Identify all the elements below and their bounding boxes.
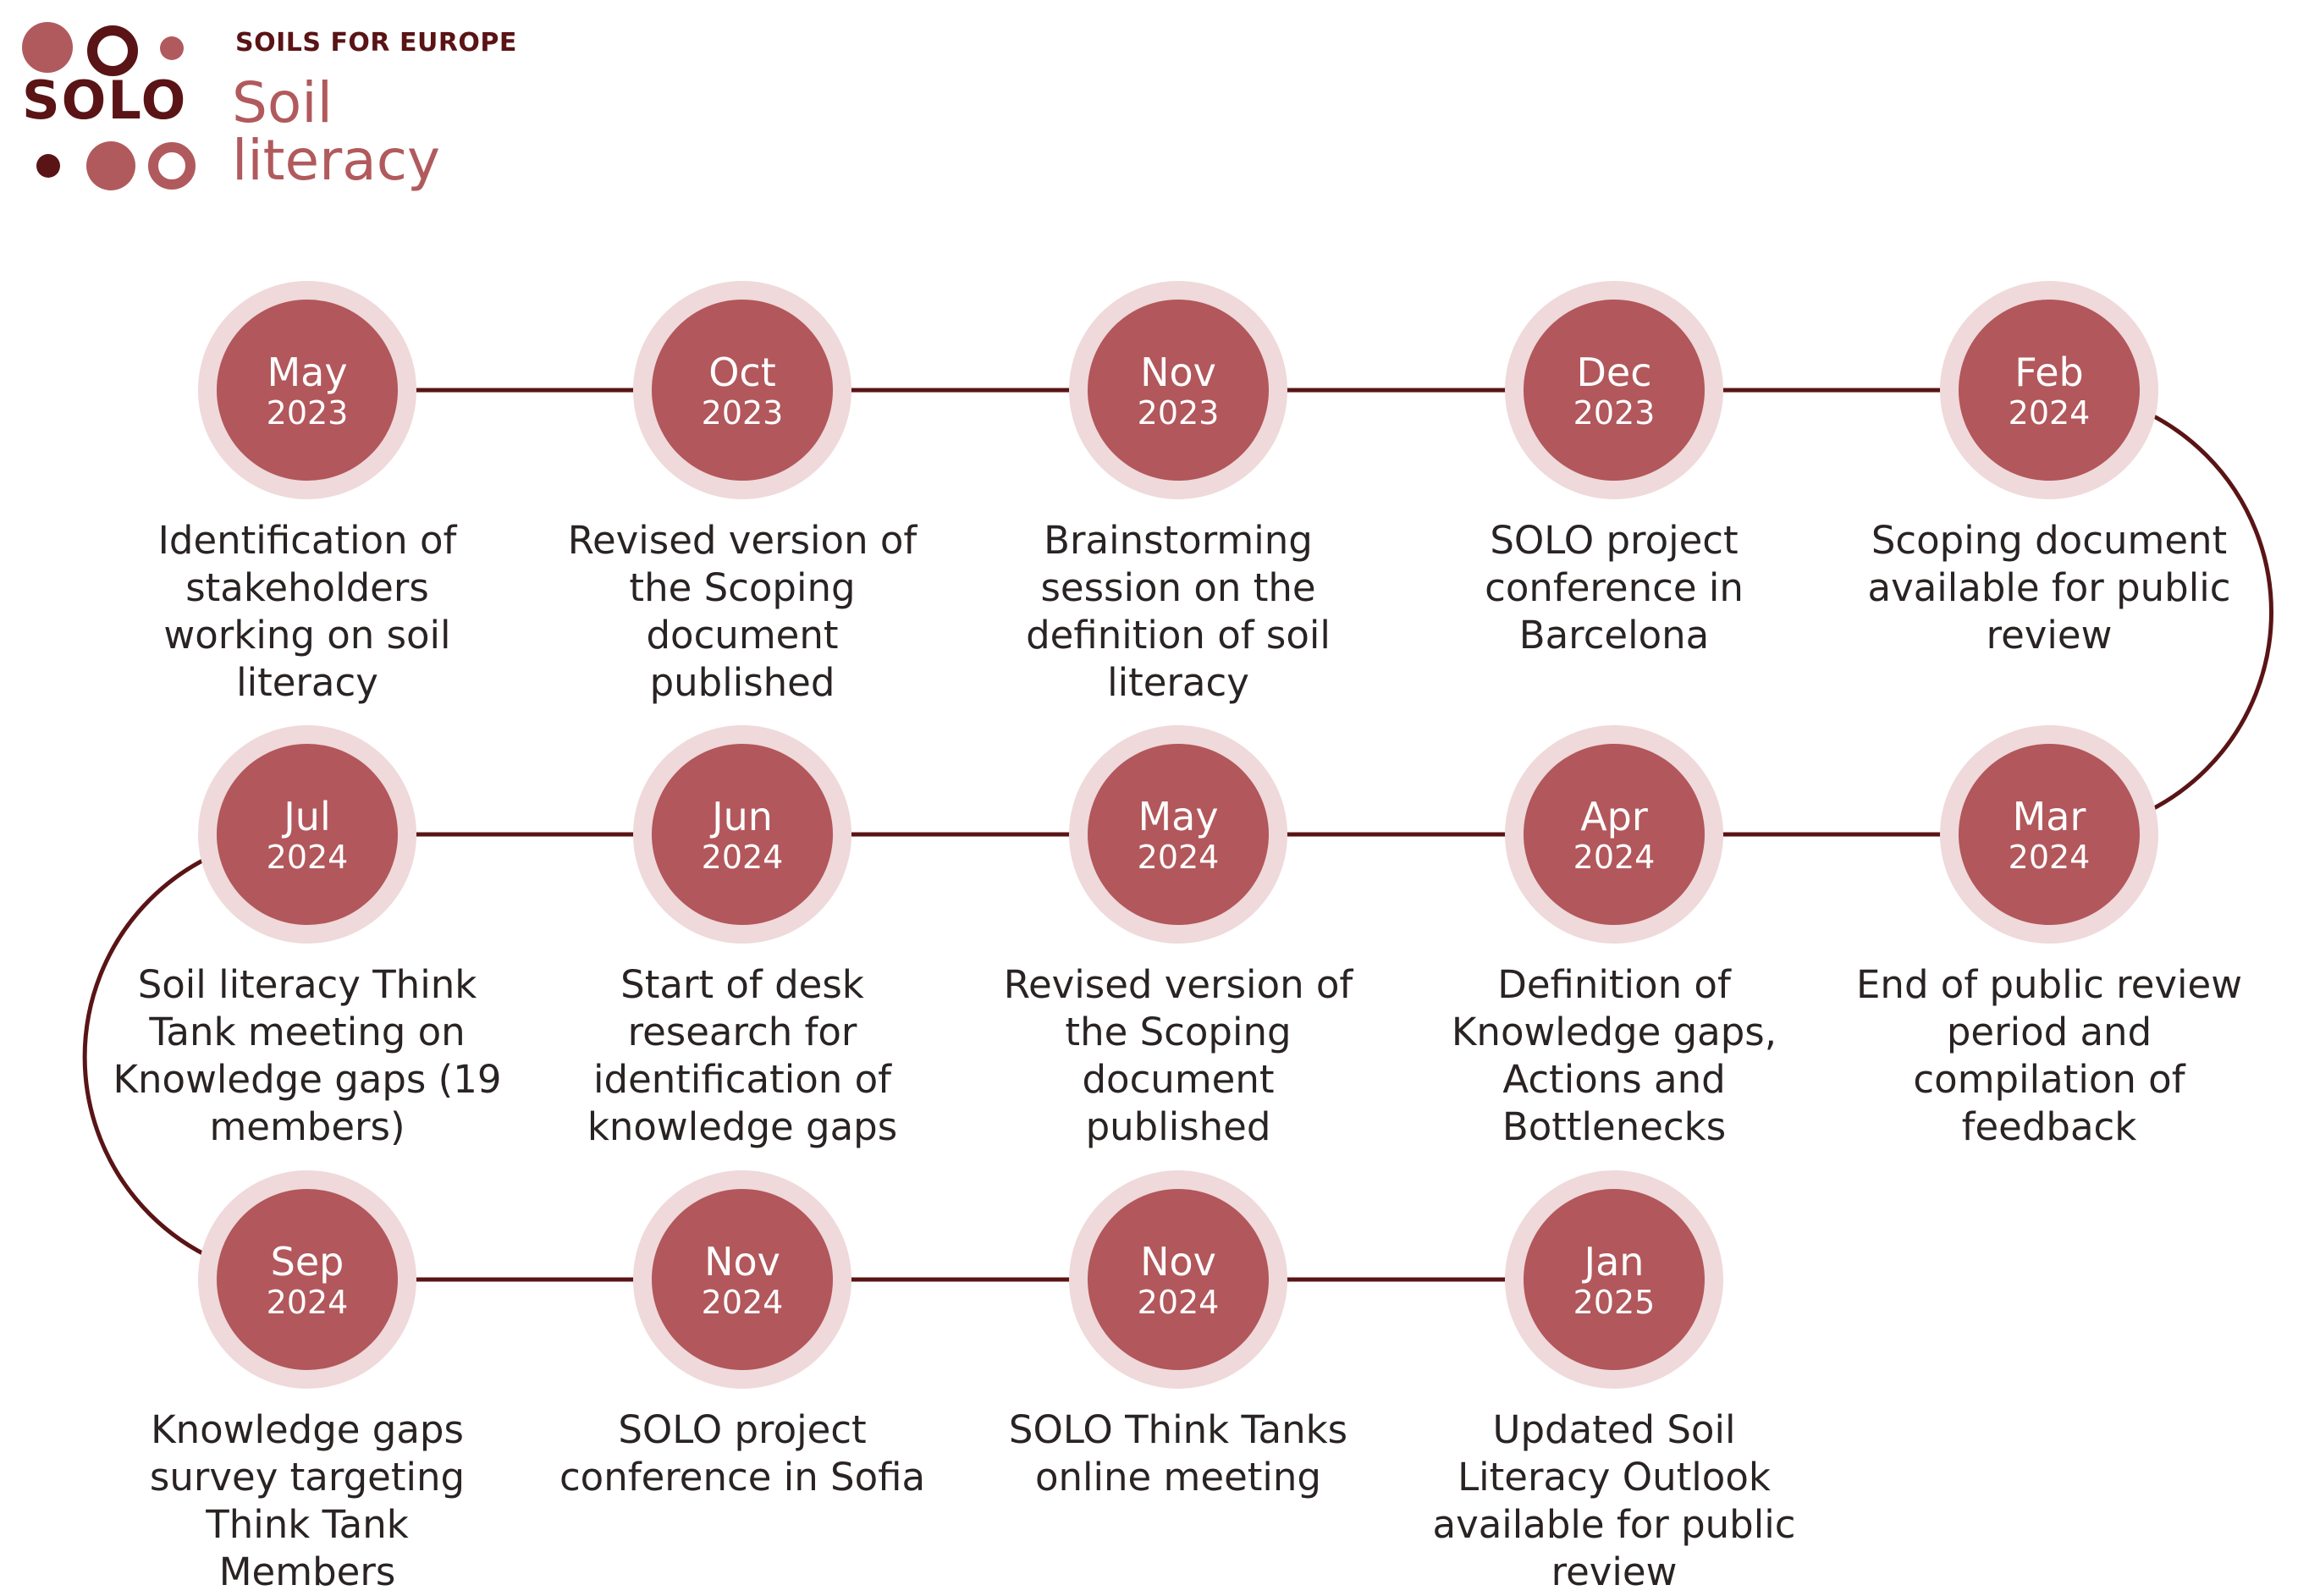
milestone-caption: Updated Soil Literacy Outlook available … [1432,1407,1796,1594]
milestone-year: 2023 [1573,394,1656,432]
milestone-caption: Soil literacy Think Tank meeting on Know… [113,962,502,1149]
milestone-caption: Brainstorming session on the definition … [1026,518,1331,705]
logo-ring-dot [87,25,138,76]
milestone-month: Oct [708,349,776,395]
milestone-caption: Start of desk research for identificatio… [587,962,898,1149]
milestone-month: Jun [712,794,773,839]
logo-tagline: SOILS FOR EUROPE [235,28,517,58]
milestone-caption: Scoping document available for public re… [1867,518,2231,658]
milestone-caption: Revised version of the Scoping document … [567,518,918,705]
milestone-month: Dec [1576,349,1652,395]
milestone-caption: Identification of stakeholders working o… [157,518,457,705]
milestone-month: May [267,349,348,395]
milestone-year: 2024 [1137,839,1220,876]
milestone-month: Nov [1140,1239,1216,1285]
milestone-caption: End of public review period and compilat… [1855,962,2243,1149]
milestone-year: 2024 [2008,394,2091,432]
milestone-year: 2024 [266,1284,349,1321]
milestone-year: 2025 [1573,1284,1656,1321]
logo-dot [22,22,73,73]
milestone-year: 2024 [1573,839,1656,876]
page-title: Soil literacy [232,70,441,193]
milestone-year: 2023 [266,394,349,432]
milestone-month: Jan [1584,1239,1645,1285]
milestone-month: Jul [284,794,331,839]
milestone-caption: Definition of Knowledge gaps, Actions an… [1451,962,1777,1149]
milestone-month: May [1138,794,1219,839]
milestone-year: 2024 [701,1284,784,1321]
milestone-year: 2024 [2008,839,2091,876]
milestone-caption: SOLO Think Tanks online meeting [1008,1407,1348,1500]
milestone-month: Feb [2014,349,2084,395]
milestone-caption: Knowledge gaps survey targeting Think Ta… [149,1407,466,1594]
milestone-year: 2023 [1137,394,1220,432]
logo-dot [160,36,184,60]
milestone-month: Nov [1140,349,1216,395]
milestone-month: Mar [2012,794,2086,839]
milestone-caption: Revised version of the Scoping document … [1003,962,1353,1149]
logo-dot [36,154,60,178]
milestone-year: 2024 [701,839,784,876]
logo-brand: SOLO [22,69,188,131]
milestone-month: Nov [704,1239,780,1285]
solo-logo: SOLO SOILS FOR EUROPE Soil literacy [0,0,592,203]
milestone-month: Apr [1580,794,1648,839]
milestone-month: Sep [270,1239,344,1285]
milestone-year: 2024 [1137,1284,1220,1321]
milestone-caption: SOLO project conference in Sofia [559,1407,926,1500]
milestone-year: 2023 [701,394,784,432]
logo-dot [86,141,135,190]
milestone-caption: SOLO project conference in Barcelona [1485,518,1744,658]
milestone-year: 2024 [266,839,349,876]
